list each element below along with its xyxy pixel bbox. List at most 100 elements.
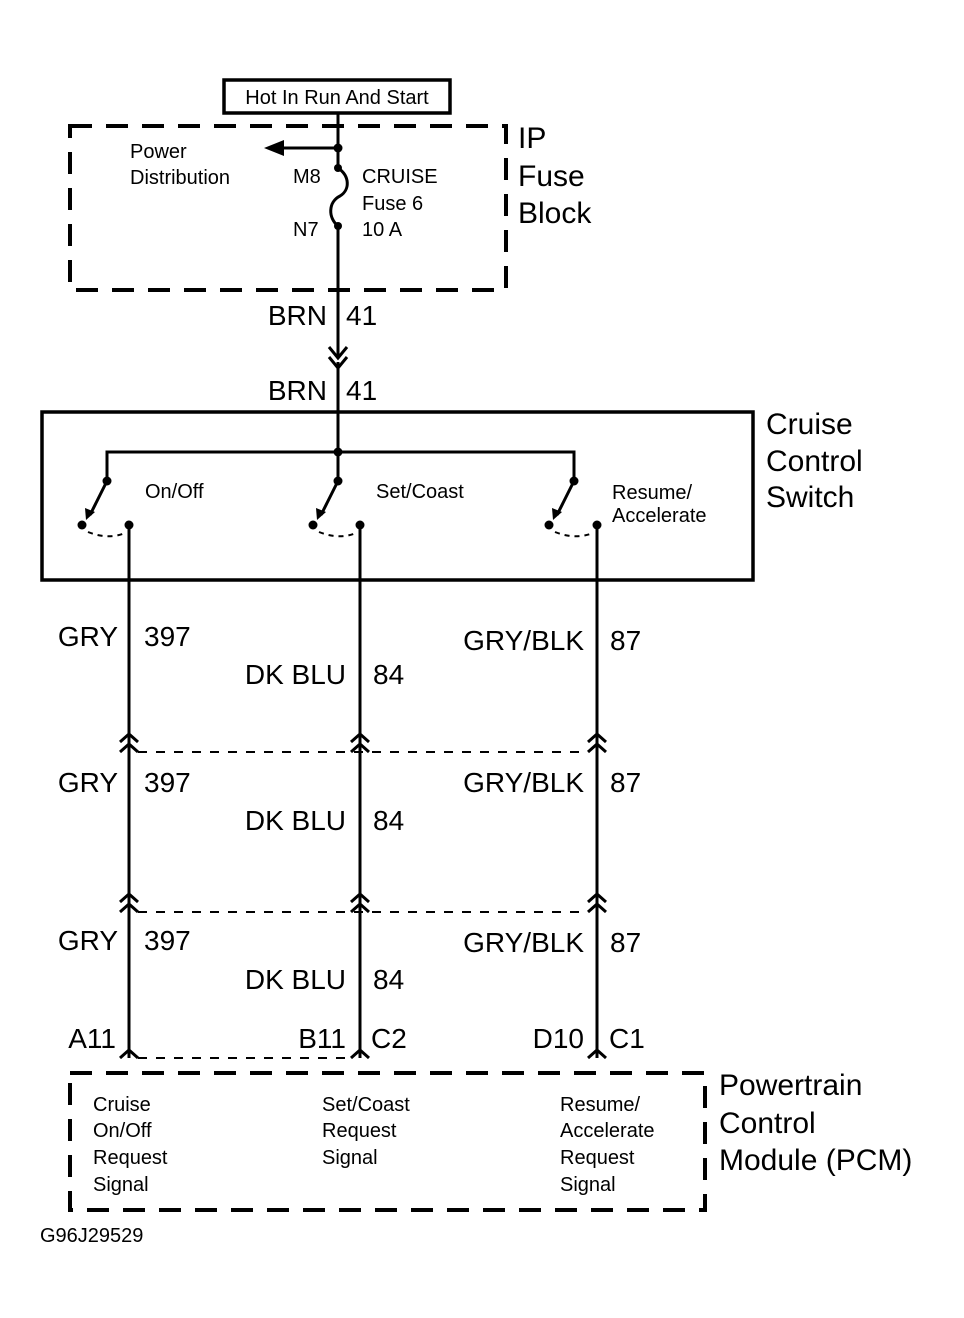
pcm-pin-label: B11 (298, 1023, 346, 1054)
connector-chevron-icon (587, 1047, 607, 1060)
switch-position-label: On/Off (145, 481, 204, 503)
pcm-input-label-line: Resume/ (560, 1094, 640, 1116)
connector-chevron-icon (587, 741, 607, 754)
fuse-in-terminal: M8 (293, 166, 321, 188)
pcm-input-label-line: Request (560, 1147, 635, 1169)
wire-color-label: GRY/BLK (463, 625, 584, 656)
pcm-input-set-coast: Set/Coast Request Signal (322, 1094, 410, 1169)
switch-name-line-1: Cruise (766, 408, 853, 441)
connector-chevron-icon (119, 891, 139, 904)
switch-blade (88, 480, 109, 516)
switch-on-off: On/Off (77, 476, 204, 538)
pcm-input-label-line: Accelerate (560, 1120, 655, 1142)
connector-chevron-icon (587, 891, 607, 904)
wire-color-label: GRY/BLK (463, 927, 584, 958)
fuse-block-name-line-2: Fuse (518, 160, 585, 193)
power-source: Hot In Run And Start (222, 78, 452, 115)
switch-arrow-icon (316, 508, 326, 520)
wire-color-label: DK BLU (245, 964, 346, 995)
wire-circuit-label: 87 (610, 625, 641, 656)
switch-contact-dot (308, 520, 318, 530)
switch-arrow-icon (552, 508, 562, 520)
pcm-input-label-line: Set/Coast (322, 1094, 410, 1116)
pcm-name-line-1: Powertrain (719, 1069, 862, 1102)
cruise-control-switch: Cruise Control Switch On/Off Set/Coast (40, 408, 863, 582)
switch-position-label-line-2: Accelerate (612, 505, 707, 527)
switch-blade (319, 480, 340, 516)
wire-color-label: GRY (58, 621, 118, 652)
fuse-out-terminal: N7 (293, 219, 319, 241)
wire-color-label: GRY/BLK (463, 767, 584, 798)
fuse-label-line-2: Fuse 6 (362, 193, 423, 215)
switch-set-coast: Set/Coast (308, 476, 464, 538)
ip-fuse-block: IP Fuse Block Power Distribution M8 N7 C… (68, 113, 592, 292)
switch-name-line-2: Control (766, 445, 863, 478)
wire-circuit-label: 397 (144, 925, 191, 956)
signal-wires: GRY 397 DK BLU 84 GRY/BLK 87 GRY 397 DK … (58, 525, 641, 1058)
connector-chevron-icon (350, 731, 370, 744)
pcm-input-label-line: Request (93, 1147, 168, 1169)
connector-c2-label: C2 (371, 1023, 407, 1054)
wire-circuit-label: 84 (373, 964, 404, 995)
pcm-input-label-line: Signal (322, 1147, 378, 1169)
pcm-input-label-line: Signal (560, 1174, 616, 1196)
fuse-label-line-1: CRUISE (362, 166, 438, 188)
wire-color-label: GRY (58, 925, 118, 956)
switch-arrow-icon (85, 508, 95, 520)
wire-color-label: DK BLU (245, 659, 346, 690)
fuse-icon (329, 166, 349, 228)
power-source-label: Hot In Run And Start (245, 87, 429, 109)
connector-chevron-icon (350, 891, 370, 904)
wire-color-label: GRY (58, 767, 118, 798)
arrow-left-icon (264, 140, 284, 156)
connector-c1-label: C1 (609, 1023, 645, 1054)
feed-wire: BRN 41 BRN 41 (268, 226, 377, 452)
pcm-pin-label: A11 (68, 1023, 116, 1054)
switch-box (40, 410, 755, 582)
pcm-module: Powertrain Control Module (PCM) Cruise O… (68, 1069, 912, 1212)
feed-wire-lower-circuit: 41 (346, 375, 377, 406)
wire-circuit-label: 84 (373, 805, 404, 836)
inline-connector-2 (119, 891, 607, 914)
connector-chevron-icon (350, 1047, 370, 1060)
power-distribution-line-1: Power (130, 141, 187, 163)
switch-position-label: Set/Coast (376, 481, 464, 503)
pcm-connectors: A11 B11 C2 D10 C1 (68, 1023, 645, 1060)
pcm-input-label-line: On/Off (93, 1120, 152, 1142)
power-distribution-line-2: Distribution (130, 167, 230, 189)
fuse-block-name-line-3: Block (518, 197, 592, 230)
wire-circuit-label: 84 (373, 659, 404, 690)
switch-resume-accelerate: Resume/ Accelerate (544, 476, 707, 538)
connector-chevron-icon (119, 741, 139, 754)
switch-position-label-line-1: Resume/ (612, 482, 692, 504)
splice-dot (333, 143, 343, 153)
connector-chevron-icon (350, 901, 370, 914)
switch-name-line-3: Switch (766, 481, 854, 514)
inline-connector-1 (119, 731, 607, 754)
pcm-input-label-line: Cruise (93, 1094, 151, 1116)
switch-contact-dot (544, 520, 554, 530)
wire-circuit-label: 397 (144, 767, 191, 798)
fuse-block-outline (68, 124, 508, 292)
pcm-input-on-off: Cruise On/Off Request Signal (93, 1094, 168, 1196)
fuse-terminal-m8-dot (334, 164, 342, 172)
connector-chevron-icon (587, 731, 607, 744)
fuse-label-line-3: 10 A (362, 219, 403, 241)
pcm-input-resume-accelerate: Resume/ Accelerate Request Signal (560, 1094, 655, 1196)
pcm-name-line-3: Module (PCM) (719, 1144, 912, 1177)
switch-contact-dot (77, 520, 87, 530)
connector-chevron-icon (119, 731, 139, 744)
switch-blade (555, 480, 576, 516)
wire-circuit-label: 397 (144, 621, 191, 652)
switch-common-bus (105, 450, 576, 480)
connector-chevron-icon (350, 741, 370, 754)
feed-wire-upper-color: BRN (268, 300, 327, 331)
pcm-input-label-line: Request (322, 1120, 397, 1142)
pcm-name-line-2: Control (719, 1107, 816, 1140)
splice-dot (333, 447, 343, 457)
feed-wire-lower-color: BRN (268, 375, 327, 406)
wire-circuit-label: 87 (610, 767, 641, 798)
switch-linkage (318, 531, 357, 538)
wire-circuit-label: 87 (610, 927, 641, 958)
feed-wire-upper-circuit: 41 (346, 300, 377, 331)
